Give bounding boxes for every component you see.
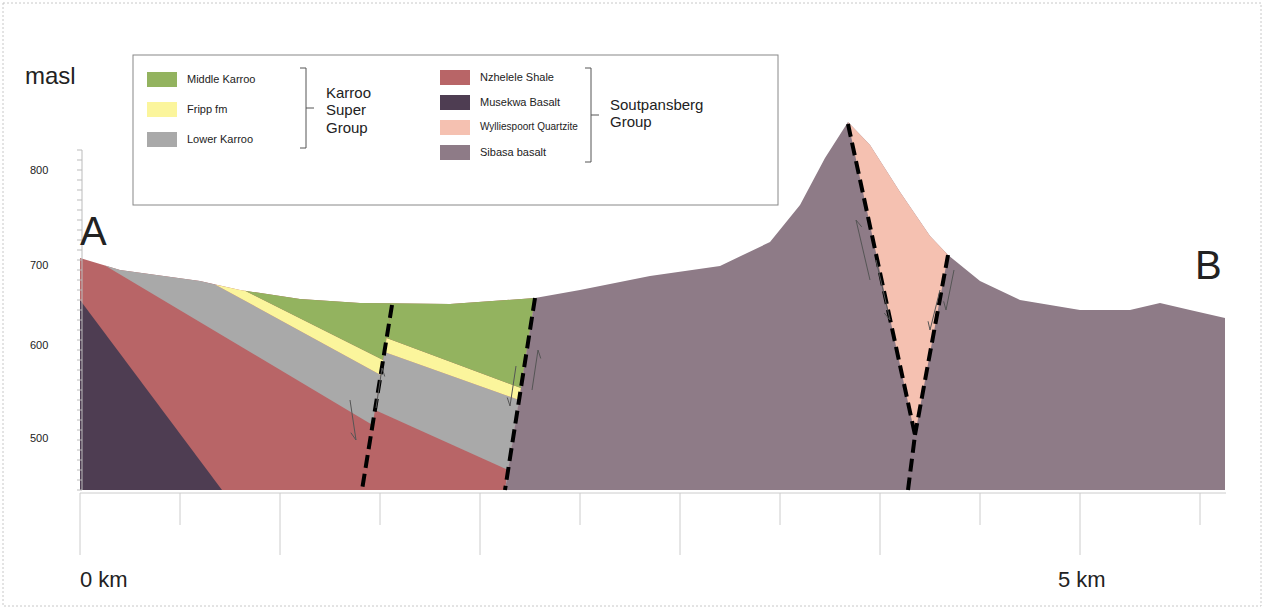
legend-bracket — [585, 68, 591, 162]
slip-arrow — [944, 270, 954, 310]
y-tick — [77, 430, 82, 431]
legend-swatch — [147, 72, 177, 87]
legend-box — [133, 55, 778, 205]
y-tick — [77, 280, 82, 281]
distance-label: 5 km — [1058, 567, 1106, 592]
legend-swatch — [147, 132, 177, 147]
y-tick — [77, 320, 82, 321]
y-tick — [77, 330, 82, 331]
fault-line — [505, 298, 535, 490]
legend-text: Nzhelele Shale — [480, 71, 554, 84]
slip-arrow — [532, 350, 541, 390]
x-tick — [180, 493, 181, 525]
y-tick — [77, 170, 82, 171]
x-tick — [80, 493, 81, 555]
elevation-tick: 800 — [30, 164, 48, 177]
middle-karroo — [387, 298, 535, 388]
legend-swatch — [440, 120, 470, 135]
group-label: Karroo Super Group — [326, 84, 388, 136]
y-tick — [77, 360, 82, 361]
y-tick — [77, 300, 82, 301]
legend-text: Lower Karroo — [187, 133, 253, 146]
legend-bracket — [306, 108, 314, 109]
x-tick — [880, 493, 881, 555]
y-tick — [77, 270, 82, 271]
y-tick — [77, 290, 82, 291]
y-tick — [77, 150, 82, 151]
legend-text: Sibasa basalt — [480, 146, 546, 159]
axis-title: masl — [25, 62, 76, 90]
section-end: A — [80, 208, 107, 254]
x-tick — [980, 493, 981, 525]
x-tick — [580, 493, 581, 525]
y-tick — [77, 160, 82, 161]
legend-text: Fripp fm — [187, 103, 227, 116]
x-tick — [480, 493, 481, 555]
x-tick — [280, 493, 281, 555]
y-tick — [77, 480, 82, 481]
y-tick — [77, 490, 82, 491]
y-tick — [77, 410, 82, 411]
legend-swatch — [440, 70, 470, 85]
legend-swatch — [440, 95, 470, 110]
x-tick — [1080, 493, 1081, 555]
legend-swatch — [147, 102, 177, 117]
y-tick — [77, 450, 82, 451]
distance-label: 0 km — [80, 567, 128, 592]
y-tick — [77, 470, 82, 471]
x-tick — [380, 493, 381, 525]
y-tick — [77, 340, 82, 341]
y-tick — [77, 310, 82, 311]
x-tick — [680, 493, 681, 555]
y-tick — [77, 460, 82, 461]
y-tick — [77, 380, 82, 381]
y-tick — [77, 190, 82, 191]
y-tick — [77, 350, 82, 351]
y-tick — [77, 260, 82, 261]
x-axis — [80, 493, 1226, 494]
musekwa-basalt — [80, 300, 222, 490]
y-tick — [77, 370, 82, 371]
legend-swatch — [440, 145, 470, 160]
middle-karroo — [245, 291, 392, 360]
legend-text: Musekwa Basalt — [480, 96, 560, 109]
nzhelele-shale — [80, 258, 535, 490]
y-tick — [77, 440, 82, 441]
elevation-tick: 600 — [30, 339, 48, 352]
wylliespoort-quartzite — [848, 122, 948, 435]
slip-arrow — [376, 368, 385, 408]
x-tick — [780, 493, 781, 525]
y-tick — [77, 200, 82, 201]
y-tick — [77, 180, 82, 181]
fault-line — [362, 305, 392, 490]
y-tick — [77, 400, 82, 401]
fault-line — [915, 255, 948, 435]
slip-arrow — [507, 366, 516, 406]
legend-text: Wylliespoort Quartzite — [480, 121, 578, 133]
y-tick — [77, 390, 82, 391]
y-tick — [77, 420, 82, 421]
section-end: B — [1195, 242, 1222, 288]
frame — [3, 3, 1261, 606]
elevation-tick: 700 — [30, 259, 48, 272]
slip-arrow — [876, 260, 890, 320]
legend-bracket — [300, 68, 306, 148]
slip-arrow — [856, 220, 870, 280]
slip-arrow — [350, 400, 356, 440]
fault-line — [848, 124, 915, 490]
slip-arrow — [928, 290, 940, 330]
legend-text: Middle Karroo — [187, 73, 255, 86]
group-label: Soutpansberg Group — [610, 96, 710, 131]
x-tick — [1200, 493, 1201, 525]
elevation-tick: 500 — [30, 432, 48, 445]
legend-bracket — [591, 115, 599, 116]
